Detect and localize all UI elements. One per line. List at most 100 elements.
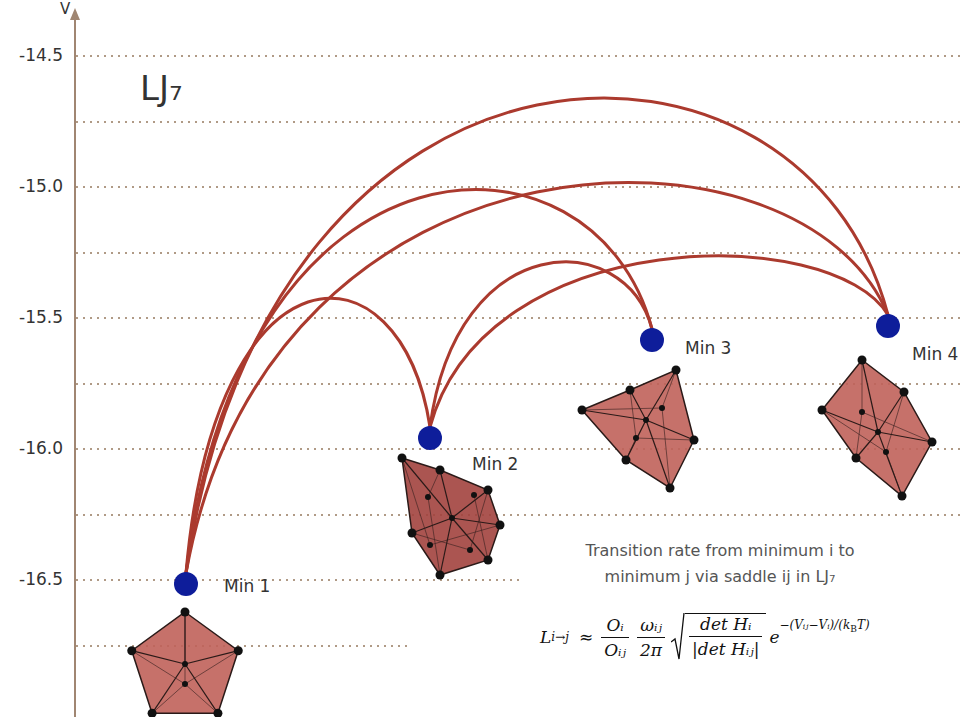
axis-number: -16.0 bbox=[18, 438, 64, 458]
cluster-bond bbox=[822, 410, 886, 452]
energy-minimum: Min 1 bbox=[174, 572, 198, 596]
cluster-bond bbox=[185, 651, 238, 684]
minimum-label: Min 4 bbox=[912, 344, 958, 364]
cluster-bond bbox=[582, 408, 662, 410]
formula-term: Oᵢ bbox=[603, 615, 626, 637]
formula-subscript: B bbox=[850, 624, 857, 634]
cluster-bond bbox=[630, 390, 646, 420]
atom bbox=[427, 542, 433, 548]
cluster-bond bbox=[185, 664, 218, 713]
formula-exponent: T) bbox=[857, 618, 870, 632]
atom bbox=[213, 709, 222, 717]
cluster-bond bbox=[185, 651, 238, 664]
atom bbox=[484, 486, 493, 495]
cluster-bond bbox=[132, 651, 185, 664]
atom bbox=[859, 409, 865, 415]
cluster-bond bbox=[452, 490, 488, 518]
atom bbox=[467, 547, 473, 553]
rate-formula: Li→j ≈ OᵢOᵢⱼ ωᵢⱼ2π det Hᵢ|det Hᵢⱼ| e−(Vᵢ… bbox=[540, 612, 870, 662]
cluster-bond bbox=[402, 458, 452, 518]
sqrt-sign bbox=[671, 612, 685, 662]
formula-term: 2π bbox=[637, 637, 665, 660]
cluster-bond bbox=[862, 360, 878, 432]
atom bbox=[148, 709, 157, 717]
cluster-bond bbox=[428, 497, 440, 575]
axis-number: -14.5 bbox=[18, 45, 64, 65]
cluster-bond bbox=[862, 360, 863, 412]
atom bbox=[398, 454, 407, 463]
cluster-bond bbox=[630, 390, 636, 438]
atom bbox=[182, 661, 188, 667]
cluster-face bbox=[402, 458, 500, 575]
minimum-label: Min 3 bbox=[685, 338, 731, 358]
formula-operator: ≈ bbox=[579, 627, 593, 647]
atom bbox=[666, 484, 675, 493]
sqrt-body: det Hᵢ|det Hᵢⱼ| bbox=[685, 613, 766, 659]
atom bbox=[875, 429, 881, 435]
axis-arrowhead bbox=[70, 8, 80, 20]
fraction: ωᵢⱼ2π bbox=[637, 615, 665, 660]
fraction: det Hᵢ|det Hᵢⱼ| bbox=[689, 614, 762, 659]
cluster-bond bbox=[878, 432, 902, 496]
atom bbox=[898, 492, 907, 501]
atom bbox=[484, 556, 493, 565]
transition-arc bbox=[430, 262, 652, 427]
diagram-title: LJ₇ bbox=[140, 68, 183, 108]
minimum-label: Min 1 bbox=[224, 576, 270, 596]
energy-minimum: Min 4 bbox=[876, 314, 900, 338]
cluster-face bbox=[582, 370, 694, 488]
cluster-figure bbox=[578, 366, 699, 493]
caption-note: Transition rate from minimum i to minimu… bbox=[575, 538, 865, 590]
cluster-bond bbox=[412, 533, 470, 550]
minimum-dot bbox=[174, 572, 198, 596]
cluster-bond bbox=[646, 420, 670, 488]
cluster-bond bbox=[646, 420, 694, 440]
minimum-dot bbox=[640, 328, 664, 352]
atom bbox=[852, 454, 861, 463]
cluster-bond bbox=[626, 420, 646, 460]
minimum-label: Min 2 bbox=[472, 454, 518, 474]
transition-arc bbox=[186, 98, 888, 573]
atom bbox=[643, 417, 649, 423]
cluster-bond bbox=[430, 525, 500, 545]
cluster-bond bbox=[440, 470, 452, 518]
formula-term: Oᵢⱼ bbox=[601, 637, 629, 660]
axis-number: -15.5 bbox=[18, 307, 64, 327]
atom bbox=[626, 386, 635, 395]
atom bbox=[127, 646, 136, 655]
formula-term: ωᵢⱼ bbox=[637, 615, 665, 637]
cluster-bond bbox=[862, 412, 932, 442]
axis-number: -16.5 bbox=[18, 569, 64, 589]
atom bbox=[622, 456, 631, 465]
cluster-bond bbox=[452, 518, 488, 560]
cluster-bond bbox=[646, 370, 676, 420]
atom bbox=[496, 521, 505, 530]
cluster-bond bbox=[582, 410, 646, 420]
cluster-bond bbox=[412, 518, 452, 533]
atom bbox=[425, 494, 431, 500]
formula-term: |det Hᵢⱼ| bbox=[689, 636, 762, 659]
atom bbox=[234, 646, 243, 655]
formula-term: det Hᵢ bbox=[697, 614, 754, 636]
energy-minimum: Min 2 bbox=[418, 426, 442, 450]
atom bbox=[672, 366, 681, 375]
v-axis bbox=[74, 14, 76, 717]
cluster-figure bbox=[818, 356, 937, 501]
transition-arc bbox=[186, 182, 888, 573]
atom bbox=[181, 608, 190, 617]
atom bbox=[578, 406, 587, 415]
fraction: OᵢOᵢⱼ bbox=[601, 615, 629, 660]
cluster-bond bbox=[132, 651, 185, 684]
cluster-bond bbox=[185, 612, 186, 684]
atom bbox=[408, 529, 417, 538]
transition-arc bbox=[186, 190, 652, 573]
energy-minimum: Min 3 bbox=[640, 328, 664, 352]
atom bbox=[818, 406, 827, 415]
atom bbox=[471, 492, 477, 498]
transition-arc bbox=[430, 256, 888, 427]
minimum-dot bbox=[418, 426, 442, 450]
cluster-bond bbox=[878, 432, 932, 442]
cluster-face bbox=[132, 612, 239, 713]
cluster-bond bbox=[152, 664, 185, 713]
cluster-bond bbox=[402, 458, 430, 545]
